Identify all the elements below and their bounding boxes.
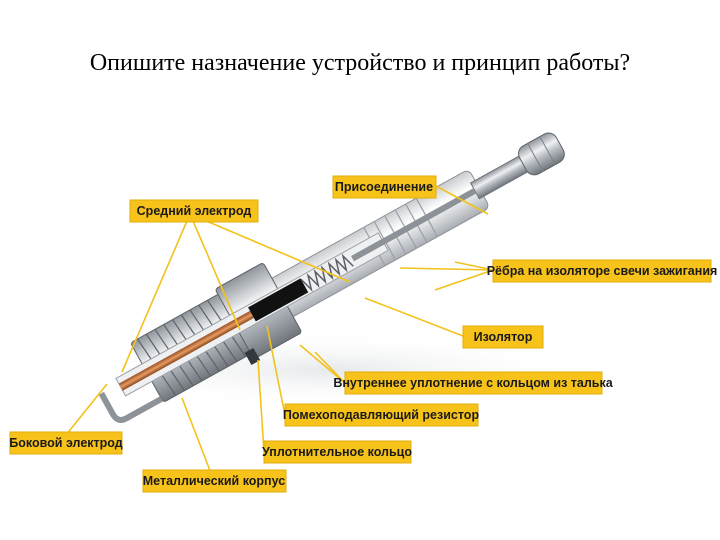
label-side-electrode-text: Боковой электрод [9,436,122,450]
label-sealing-ring-text: Уплотнительное кольцо [262,445,412,459]
label-center-electrode: Средний электрод [130,200,258,222]
label-connection-text: Присоединение [335,180,433,194]
label-metal-body: Металлический корпус [143,470,286,492]
label-insulator-ribs-text: Рёбра на изоляторе свечи зажигания [487,264,718,278]
label-suppression-resistor-text: Помехоподавляющий резистор [283,408,480,422]
label-side-electrode: Боковой электрод [9,432,122,454]
label-center-electrode-text: Средний электрод [137,204,252,218]
label-metal-body-text: Металлический корпус [143,474,285,488]
label-insulator-text: Изолятор [474,330,533,344]
label-insulator-ribs: Рёбра на изоляторе свечи зажигания [487,260,718,282]
label-inner-seal: Внутреннее уплотнение с кольцом из тальк… [333,372,613,394]
label-suppression-resistor: Помехоподавляющий резистор [283,404,480,426]
label-sealing-ring: Уплотнительное кольцо [262,441,412,463]
label-insulator: Изолятор [463,326,543,348]
label-connection: Присоединение [333,176,436,198]
label-inner-seal-text: Внутреннее уплотнение с кольцом из тальк… [333,376,613,390]
